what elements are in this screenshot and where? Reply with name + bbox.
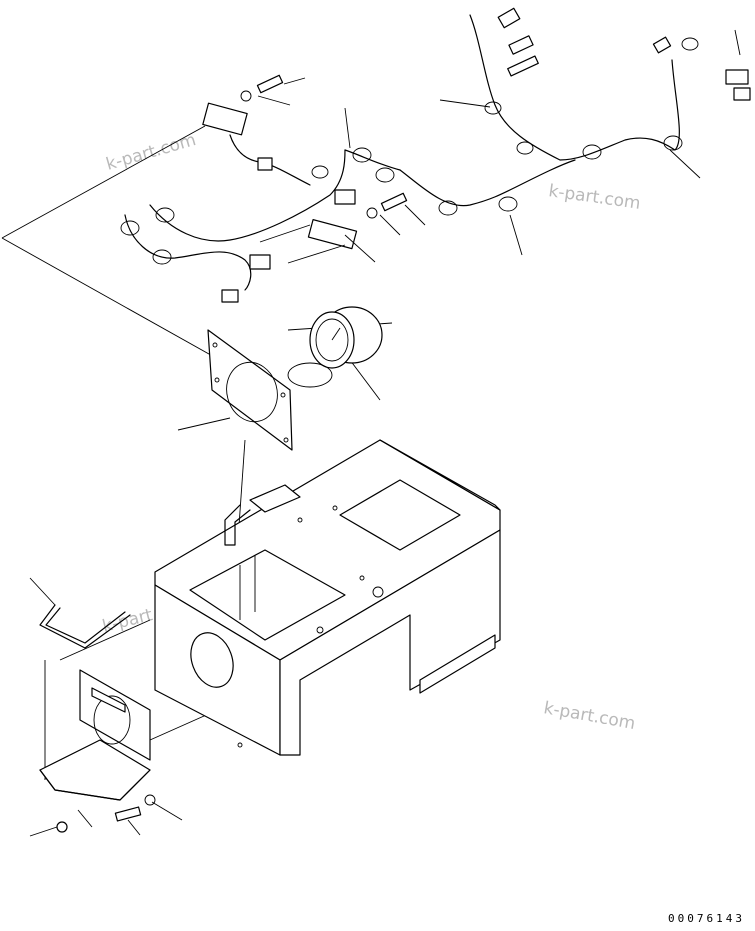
tray (39, 739, 151, 801)
cover-plate (79, 669, 151, 761)
u-bracket (39, 604, 131, 649)
console-box-frame (154, 439, 501, 756)
gauge-mounting-plate (207, 329, 293, 451)
gauge (287, 306, 383, 388)
bolt-washer-set-bottom (56, 794, 156, 833)
watermark-top-left: k-part.com (104, 130, 198, 175)
wiring-harness (120, 7, 751, 303)
watermark-bottom-right: k-part.com (542, 698, 637, 734)
drawing-code: 00076143 (668, 912, 745, 925)
bolt-washer-set-top (240, 74, 408, 219)
watermark-top-right: k-part.com (547, 181, 641, 214)
